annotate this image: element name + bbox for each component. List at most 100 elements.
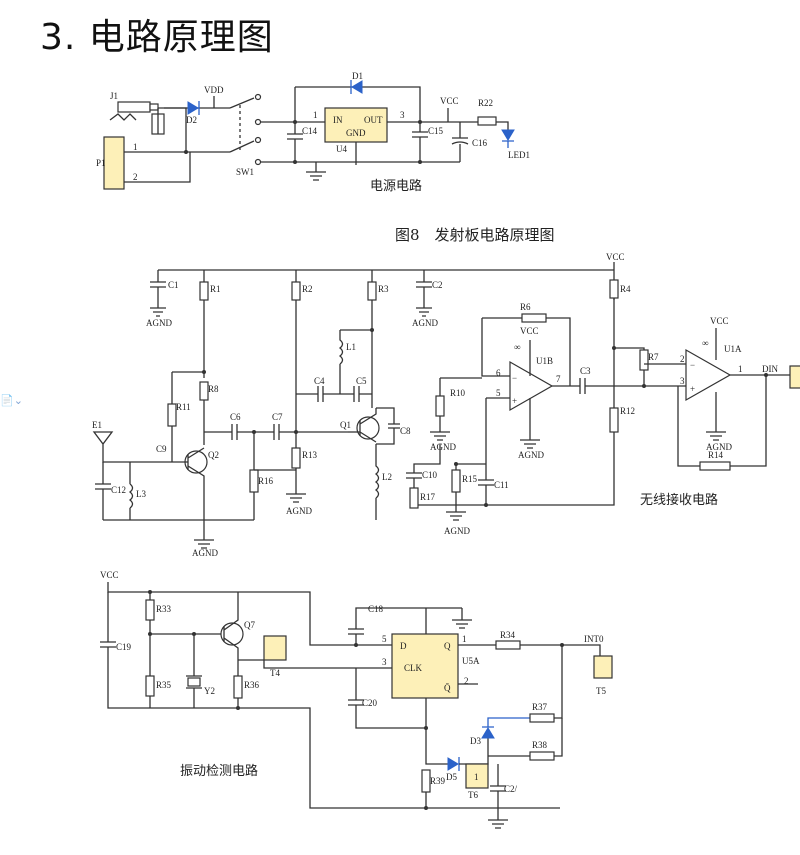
- svg-text:7: 7: [556, 374, 561, 384]
- svg-text:IN: IN: [333, 115, 343, 125]
- caption-figure: 图8 发射板电路原理图: [395, 226, 555, 244]
- svg-text:T6: T6: [468, 790, 478, 800]
- svg-text:LED1: LED1: [508, 150, 530, 160]
- svg-text:3: 3: [400, 110, 405, 120]
- svg-text:1: 1: [462, 634, 467, 644]
- svg-text:C8: C8: [400, 426, 411, 436]
- svg-text:AGND: AGND: [146, 318, 172, 328]
- svg-text:∞: ∞: [514, 342, 520, 352]
- label-j1: J1: [110, 91, 118, 101]
- svg-text:C16: C16: [472, 138, 488, 148]
- label-u4: U4: [336, 144, 347, 154]
- svg-text:Y2: Y2: [204, 686, 215, 696]
- svg-text:AGND: AGND: [444, 526, 470, 536]
- svg-text:Q2: Q2: [208, 450, 219, 460]
- p1-connector: [103, 136, 125, 190]
- svg-text:R13: R13: [302, 450, 318, 460]
- svg-text:VCC: VCC: [100, 570, 119, 580]
- label-d1: D1: [352, 71, 363, 81]
- svg-text:CLK: CLK: [404, 663, 423, 673]
- svg-text:C11: C11: [494, 480, 509, 490]
- svg-text:1: 1: [313, 110, 318, 120]
- svg-text:VCC: VCC: [520, 326, 539, 336]
- component-labels: J1 P1 1 2 D2 VDD SW1 D1 1 3 IN OUT GND U…: [92, 71, 778, 800]
- svg-text:AGND: AGND: [706, 442, 732, 452]
- caption-power: 电源电路: [370, 178, 422, 194]
- svg-text:L1: L1: [346, 342, 356, 352]
- svg-text:1: 1: [738, 364, 743, 374]
- svg-text:R15: R15: [462, 474, 478, 484]
- svg-text:R38: R38: [532, 740, 548, 750]
- label-sw1: SW1: [236, 167, 254, 177]
- svg-text:R22: R22: [478, 98, 493, 108]
- svg-text:1: 1: [474, 772, 479, 782]
- svg-text:R34: R34: [500, 630, 516, 640]
- svg-text:D3: D3: [470, 736, 481, 746]
- page-title: 3. 电路原理图: [40, 17, 274, 58]
- svg-text:R37: R37: [532, 702, 548, 712]
- receiver-circuit: [92, 262, 800, 549]
- svg-text:C3: C3: [580, 366, 591, 376]
- svg-text:5: 5: [382, 634, 387, 644]
- svg-text:AGND: AGND: [286, 506, 312, 516]
- svg-text:C4: C4: [314, 376, 325, 386]
- svg-text:3: 3: [382, 657, 387, 667]
- svg-text:Q7: Q7: [244, 620, 255, 630]
- svg-text:C5: C5: [356, 376, 367, 386]
- svg-text:Q1: Q1: [340, 420, 351, 430]
- svg-text:R16: R16: [258, 476, 274, 486]
- svg-text:D: D: [400, 641, 407, 651]
- svg-text:R8: R8: [208, 384, 219, 394]
- svg-text:AGND: AGND: [518, 450, 544, 460]
- svg-text:U5A: U5A: [462, 656, 480, 666]
- label-din: DIN: [762, 364, 778, 374]
- svg-text:2: 2: [133, 172, 138, 182]
- svg-text:VCC: VCC: [710, 316, 729, 326]
- svg-text:R1: R1: [210, 284, 221, 294]
- svg-text:Q: Q: [444, 641, 451, 651]
- svg-text:AGND: AGND: [412, 318, 438, 328]
- svg-text:INT0: INT0: [584, 634, 604, 644]
- svg-text:R3: R3: [378, 284, 389, 294]
- svg-text:C2: C2: [432, 280, 443, 290]
- svg-text:AGND: AGND: [192, 548, 218, 558]
- svg-text:C10: C10: [422, 470, 438, 480]
- svg-text:R33: R33: [156, 604, 172, 614]
- svg-text:E1: E1: [92, 420, 102, 430]
- svg-text:R14: R14: [708, 450, 724, 460]
- u4-regulator: [324, 107, 388, 143]
- svg-text:AGND: AGND: [430, 442, 456, 452]
- svg-text:C14: C14: [302, 126, 318, 136]
- vibration-circuit: [100, 582, 613, 829]
- svg-text:R12: R12: [620, 406, 635, 416]
- svg-text:1: 1: [133, 142, 138, 152]
- svg-text:C15: C15: [428, 126, 444, 136]
- svg-text:2: 2: [464, 676, 469, 686]
- svg-text:R2: R2: [302, 284, 313, 294]
- svg-text:6: 6: [496, 368, 501, 378]
- svg-text:R11: R11: [176, 402, 191, 412]
- svg-text:−: −: [512, 373, 517, 383]
- captions: 电源电路 图8 发射板电路原理图 无线接收电路 振动检测电路: [180, 178, 718, 779]
- svg-text:C19: C19: [116, 642, 132, 652]
- svg-text:R17: R17: [420, 492, 436, 502]
- svg-text:C6: C6: [230, 412, 241, 422]
- svg-text:R36: R36: [244, 680, 260, 690]
- svg-text:T5: T5: [596, 686, 606, 696]
- svg-text:VCC: VCC: [606, 252, 625, 262]
- svg-text:R6: R6: [520, 302, 531, 312]
- svg-text:+: +: [690, 384, 695, 394]
- svg-text:2: 2: [680, 354, 685, 364]
- svg-text:T4: T4: [270, 668, 280, 678]
- svg-text:−: −: [690, 360, 695, 370]
- svg-text:C18: C18: [368, 604, 384, 614]
- u5a-flipflop: [391, 633, 459, 699]
- svg-text:OUT: OUT: [364, 115, 383, 125]
- svg-text:C12: C12: [111, 485, 126, 495]
- svg-text:C2/: C2/: [504, 784, 518, 794]
- svg-text:U1A: U1A: [724, 344, 742, 354]
- svg-text:R35: R35: [156, 680, 172, 690]
- svg-text:U1B: U1B: [536, 356, 553, 366]
- svg-text:L2: L2: [382, 472, 392, 482]
